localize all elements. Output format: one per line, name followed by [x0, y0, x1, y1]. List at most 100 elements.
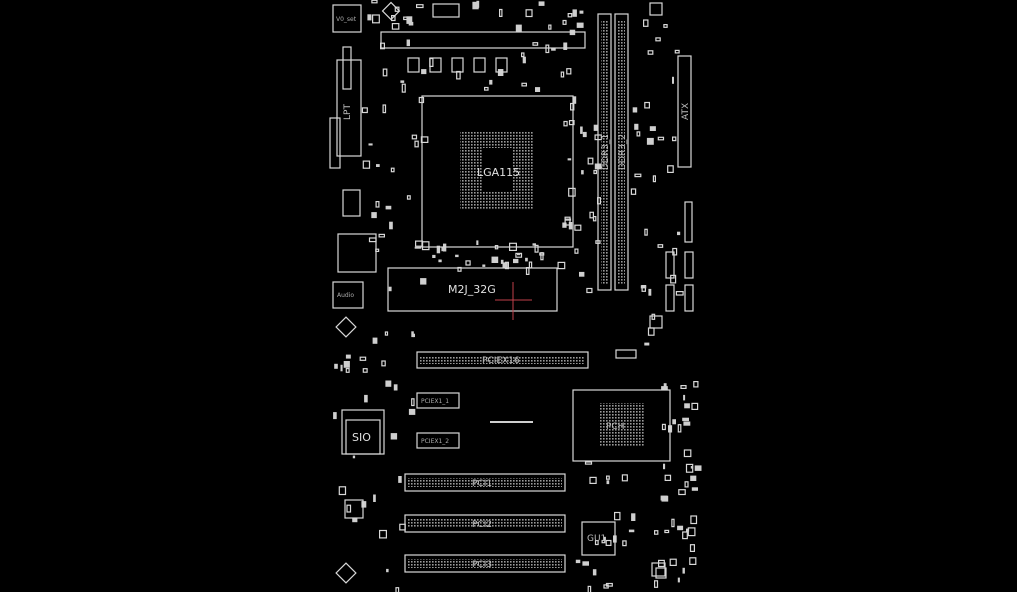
cpu-socket[interactable]: LGA115	[421, 95, 574, 248]
pad	[568, 222, 573, 230]
pad	[568, 119, 575, 126]
audio-chip[interactable]: Audio	[332, 233, 377, 309]
pad	[640, 285, 647, 289]
pad	[605, 475, 610, 480]
pci-slot-1[interactable]: PCI1	[404, 473, 566, 492]
pad	[677, 525, 684, 531]
pad	[573, 96, 577, 104]
pad	[502, 262, 508, 268]
pad	[567, 158, 572, 161]
pad	[420, 136, 429, 143]
pad	[684, 481, 689, 488]
pad	[408, 408, 416, 415]
pciex1-slot-2[interactable]: PCIEX1_2	[416, 432, 460, 449]
pad	[579, 271, 585, 277]
pad	[683, 421, 691, 426]
lpt-connector[interactable]: LPT	[329, 46, 362, 169]
pciex16-label: PCIEX16	[482, 356, 520, 366]
pad	[663, 383, 667, 390]
pad	[436, 245, 441, 254]
ddr1-label: DDR3_1	[601, 134, 611, 170]
pad	[664, 529, 670, 534]
pad	[418, 96, 425, 104]
pad	[373, 494, 376, 502]
pad	[691, 402, 699, 410]
pad	[389, 221, 393, 230]
m2-slot[interactable]: M2J_32G	[387, 267, 558, 312]
pad	[535, 87, 541, 92]
pad	[634, 123, 639, 130]
pad	[491, 256, 499, 263]
pad	[672, 419, 676, 425]
pad	[646, 137, 654, 145]
pad	[517, 253, 521, 256]
pad	[621, 474, 628, 482]
pciex1-1-label: PCIEX1_1	[421, 398, 449, 405]
pad	[343, 361, 350, 368]
pad	[361, 501, 367, 508]
pad	[581, 170, 584, 175]
pad	[683, 394, 686, 401]
pad	[378, 233, 386, 238]
pad	[579, 10, 584, 14]
pad	[690, 466, 694, 469]
atx-connector[interactable]: ATX	[677, 55, 692, 168]
pad	[484, 86, 489, 91]
atx-label: ATX	[681, 103, 691, 120]
pad	[385, 205, 392, 210]
pad	[551, 47, 556, 51]
pad	[476, 0, 480, 8]
ddr-slot-2[interactable]: DDR3_2	[614, 13, 629, 291]
pad	[564, 216, 571, 226]
pad	[411, 331, 414, 338]
pad	[338, 486, 347, 496]
sio-chip[interactable]: SIO	[341, 409, 385, 455]
gu1-chip[interactable]: GU1	[581, 521, 616, 556]
pad	[394, 6, 400, 12]
pad	[441, 247, 446, 252]
pad	[672, 76, 674, 84]
pad	[372, 337, 378, 344]
pad	[657, 136, 665, 141]
pad	[525, 267, 530, 276]
pad	[682, 417, 689, 422]
pad	[634, 173, 642, 178]
pad	[689, 557, 697, 565]
pad	[352, 517, 358, 523]
pad	[540, 252, 544, 261]
crosshair-cursor	[495, 282, 532, 320]
ddr-slot-1[interactable]: DDR3_1	[597, 13, 612, 291]
pciex1-slot-1[interactable]: PCIEX1_1	[416, 392, 460, 409]
pad	[693, 381, 699, 388]
pci-slot-3[interactable]: PCI3	[404, 554, 566, 573]
pad	[525, 9, 533, 18]
pad	[671, 136, 677, 142]
vrm-label: V0_set	[336, 16, 357, 23]
pad	[660, 495, 668, 501]
pad	[545, 44, 550, 54]
pad	[382, 104, 387, 114]
pad	[376, 164, 380, 167]
vrm-chip[interactable]: V0_set	[332, 4, 362, 33]
pad	[587, 585, 592, 592]
pad	[644, 342, 650, 346]
pch-chip[interactable]: PCH	[572, 389, 671, 462]
pad	[653, 530, 659, 535]
pad	[563, 42, 568, 50]
pad	[563, 120, 568, 127]
pad	[575, 559, 581, 564]
pad	[631, 513, 636, 521]
pciex16-slot[interactable]: PCIEX16	[416, 351, 589, 369]
pad	[677, 424, 682, 433]
pad	[532, 243, 536, 246]
pci-slot-2[interactable]: PCI2	[404, 514, 566, 533]
pad	[382, 68, 388, 77]
pad	[678, 489, 686, 496]
rear-io-block[interactable]	[380, 3, 586, 73]
pad	[682, 531, 688, 540]
pad	[652, 175, 657, 183]
pad	[592, 216, 597, 222]
pad	[603, 584, 609, 589]
pad	[385, 380, 392, 387]
